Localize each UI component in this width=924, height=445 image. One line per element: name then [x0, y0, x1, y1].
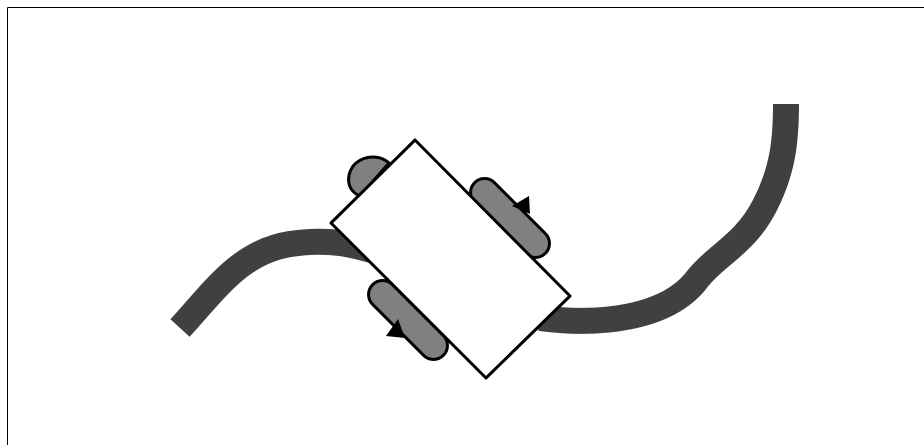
robot: [329, 138, 572, 380]
left-wheel-arrow-icon: [386, 319, 405, 338]
robot-body: [329, 138, 572, 380]
right-wheel-arrow-icon: [512, 196, 530, 214]
front-sensor: [347, 155, 391, 198]
